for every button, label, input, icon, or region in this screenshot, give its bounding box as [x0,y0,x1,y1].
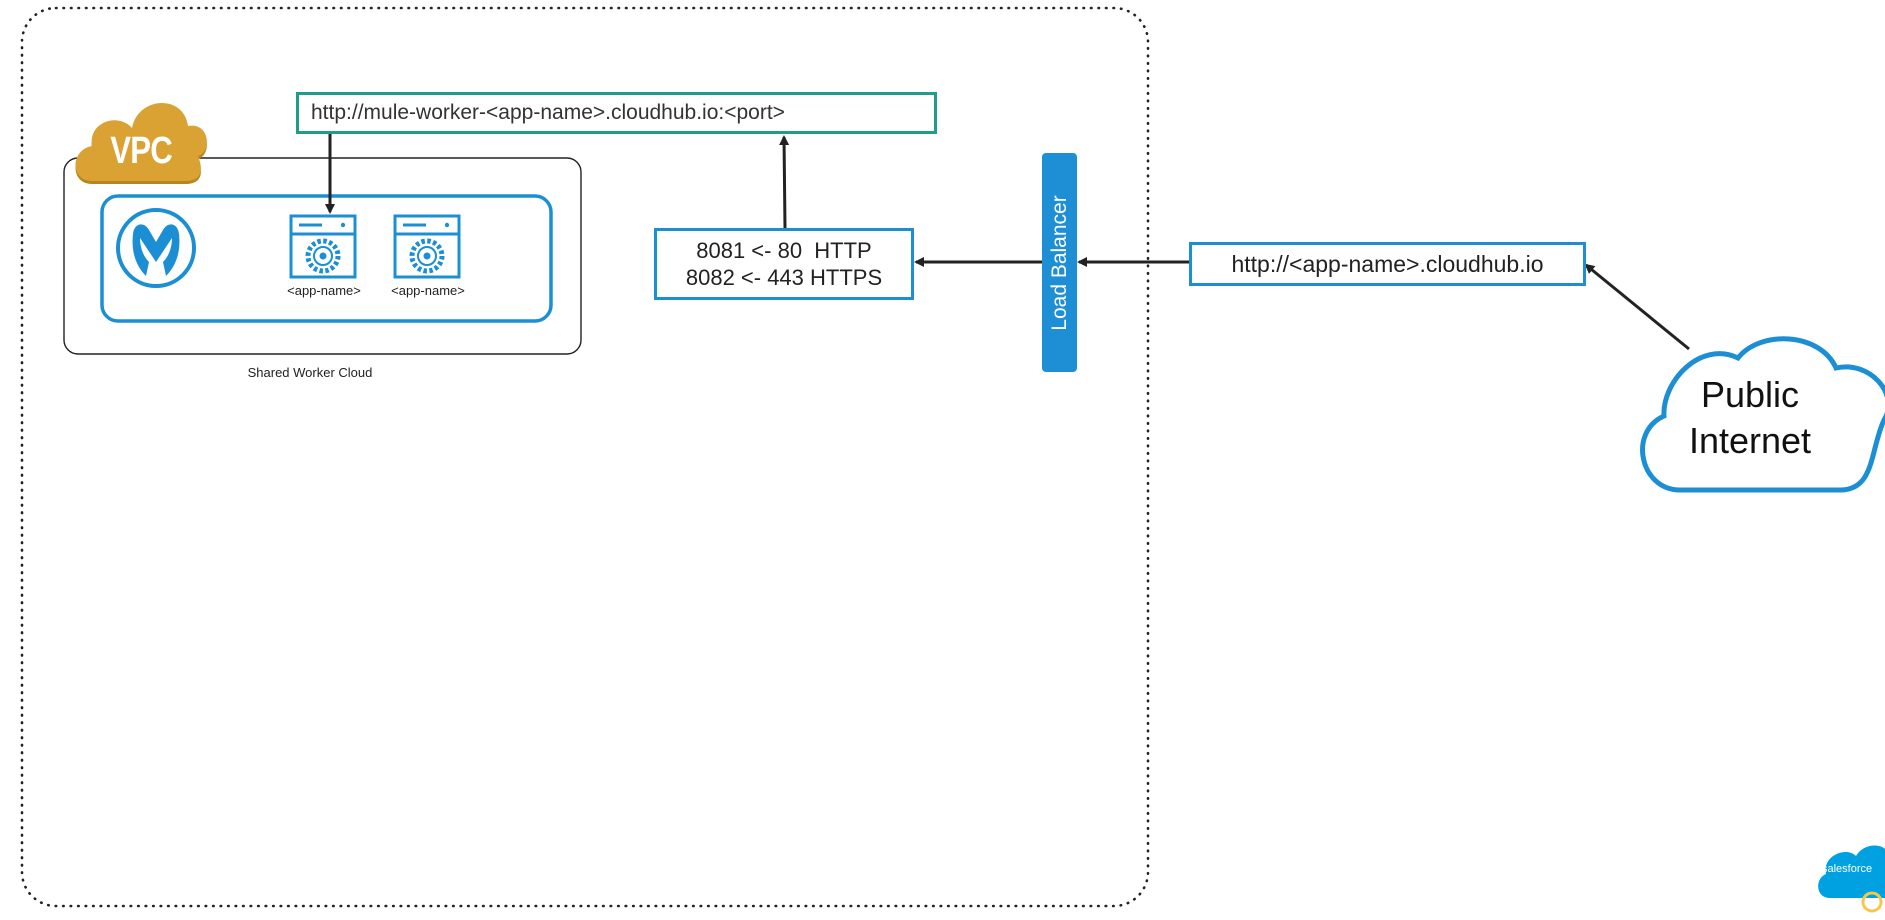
shared-worker-cloud-box [63,157,582,355]
app-name-label: <app-name> [287,283,361,298]
arrow-mapping-to-worker-url [779,135,790,229]
port-mapping-box: 8081 <- 80 HTTP 8082 <- 443 HTTPS [654,228,914,300]
mulesoft-logo-icon [116,208,196,288]
worker-url-box: http://mule-worker-<app-name>.cloudhub.i… [296,92,937,134]
arrow-internet-to-public-url [1584,263,1690,351]
vpc-label: VPC [110,130,172,172]
mule-runtime-box [100,194,553,323]
worker-url-text: http://mule-worker-<app-name>.cloudhub.i… [311,101,785,124]
load-balancer-label: Load Balancer [1047,194,1071,331]
public-url-box: http://<app-name>.cloudhub.io [1189,242,1586,286]
public-url-text: http://<app-name>.cloudhub.io [1231,250,1544,277]
public-internet-label: Public Internet [1660,372,1840,464]
public-internet-label-line1: Public [1700,374,1800,415]
public-internet-label-line2: Internet [1688,420,1812,461]
shared-worker-cloud-label: Shared Worker Cloud [247,365,373,380]
port-mapping-https: 8082 <- 443 HTTPS [685,265,883,290]
app-name-label: <app-name> [391,283,465,298]
app-server-icon [393,214,461,279]
salesforce-logo-icon [1818,845,1885,913]
salesforce-logo-text: salesforce [1822,863,1873,875]
load-balancer: Load Balancer [1042,153,1077,372]
private-network-boundary [20,6,1150,908]
port-mapping-http: 8081 <- 80 HTTP [696,238,872,263]
app-server-icon [289,214,357,279]
